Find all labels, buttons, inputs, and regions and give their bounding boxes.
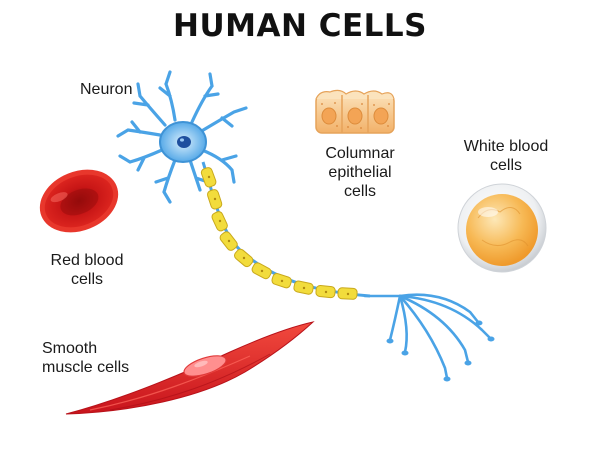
label-red-blood-cells: Red blood cells [50,252,124,288]
label-white-blood-cells: White blood cells [463,138,549,174]
label-columnar-epithelial-cells: Columnar epithelial cells [325,145,395,200]
page-title: HUMAN CELLS [173,8,427,44]
smooth-muscle-cell [65,321,315,415]
neuron-nucleus [177,136,191,148]
myelin-sheath [200,167,358,300]
neuron-dendrites [116,70,248,204]
label-neuron: Neuron [80,81,133,98]
axon-terminals [363,293,492,380]
columnar-epithelial-cells [315,89,395,134]
white-blood-cell [457,183,547,273]
label-smooth-muscle-cells: Smooth muscle cells [42,340,130,376]
red-blood-cell [39,169,119,233]
